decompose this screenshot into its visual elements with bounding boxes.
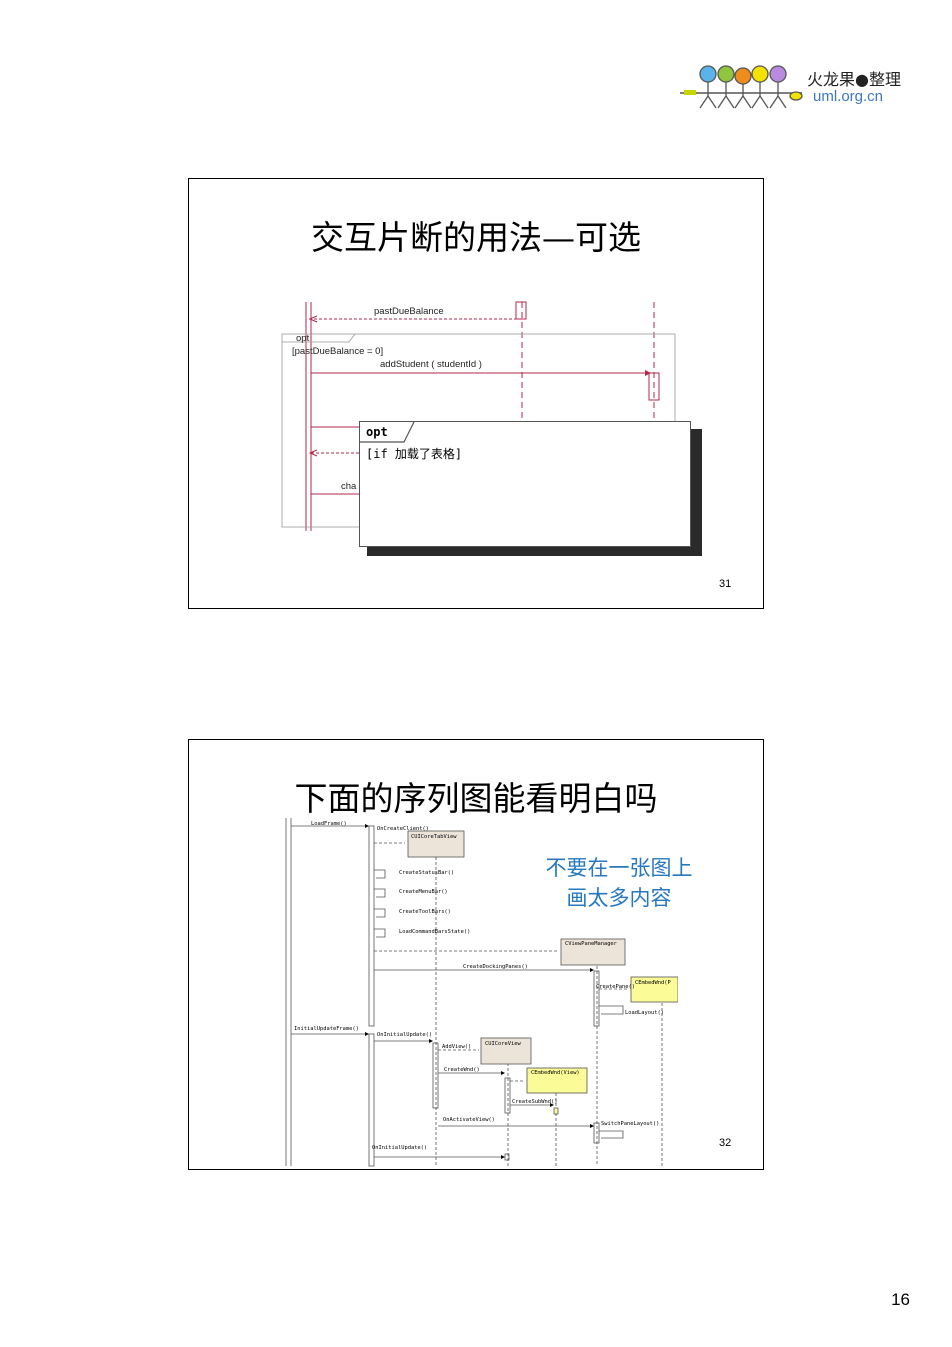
message-create-pane: CreatePane() — [596, 984, 635, 990]
message-on-create-client: OnCreateClient() — [377, 826, 429, 832]
note-line-2: 画太多内容 — [566, 886, 672, 910]
message-past-due-balance: pastDueBalance — [374, 306, 444, 317]
popup-tab-icon — [360, 422, 415, 443]
object-cembedwnd-pane: CEmbedWnd(P — [635, 980, 671, 986]
fragment-opt-label: opt — [296, 333, 310, 344]
note-line-1: 不要在一张图上 — [545, 856, 693, 880]
object-cuicoreview: CUICoreView — [485, 1041, 521, 1047]
message-create-wnd: CreateWnd() — [444, 1067, 480, 1073]
message-create-status-bar: CreateStatusBar() — [399, 870, 455, 876]
page-number: 16 — [891, 1290, 910, 1309]
popup-operator: opt — [366, 425, 388, 439]
message-switch-pane-layout: SwitchPaneLayout() — [601, 1121, 660, 1127]
message-partial: cha — [341, 481, 357, 492]
object-cviewpanemanager: CViewPaneManager — [565, 941, 617, 947]
message-on-initial-update-2: OnInitialUpdate() — [372, 1145, 428, 1151]
message-on-initial-update: OnInitialUpdate() — [377, 1032, 433, 1038]
message-load-frame: LoadFrame() — [311, 821, 347, 827]
object-cembedwnd-view: CEmbedWnd(View) — [531, 1070, 580, 1076]
message-load-layout: LoadLayout() — [625, 1010, 664, 1016]
object-cuicoretabview: CUICoreTabView — [411, 834, 457, 840]
slide-1-title: 交互片断的用法—可选 — [311, 218, 641, 257]
fragment-guard: [pastDueBalance = 0] — [292, 346, 384, 357]
message-add-view: AddView() — [442, 1044, 472, 1050]
popup-opt-box: opt [if 加载了表格] — [359, 421, 691, 547]
slide-1: 交互片断的用法—可选 pastDueBalance opt [pastDueBa… — [188, 178, 764, 609]
slide-2: 下面的序列图能看明白吗 — [188, 739, 764, 1170]
slide-2-note: 不要在一张图上 画太多内容 — [519, 853, 719, 913]
message-on-activate-view: OnActivateView() — [443, 1117, 495, 1123]
logo-figures-icon — [680, 65, 803, 109]
message-add-student: addStudent ( studentId ) — [380, 359, 482, 370]
logo-title: 火龙果●整理 — [807, 70, 901, 89]
message-create-menu-bar: CreateMenuBar() — [399, 889, 448, 895]
message-create-docking-panes: CreateDockingPanes() — [463, 964, 528, 970]
slide-2-number: 32 — [719, 1137, 732, 1149]
logo — [680, 62, 810, 112]
popup-guard: [if 加载了表格] — [366, 447, 463, 461]
message-load-command-bars-state: LoadCommandBarsState() — [399, 929, 471, 935]
message-initial-update-frame: InitialUpdateFrame() — [294, 1026, 359, 1032]
slide-1-number: 31 — [719, 578, 732, 590]
slide-2-sequence-diagram — [285, 818, 678, 1167]
message-create-tool-bars: CreateToolBars() — [399, 909, 451, 915]
message-create-sub-wnd: CreateSubWnd() — [512, 1099, 558, 1105]
logo-url: uml.org.cn — [813, 88, 884, 105]
slide-2-title: 下面的序列图能看明白吗 — [294, 779, 658, 818]
